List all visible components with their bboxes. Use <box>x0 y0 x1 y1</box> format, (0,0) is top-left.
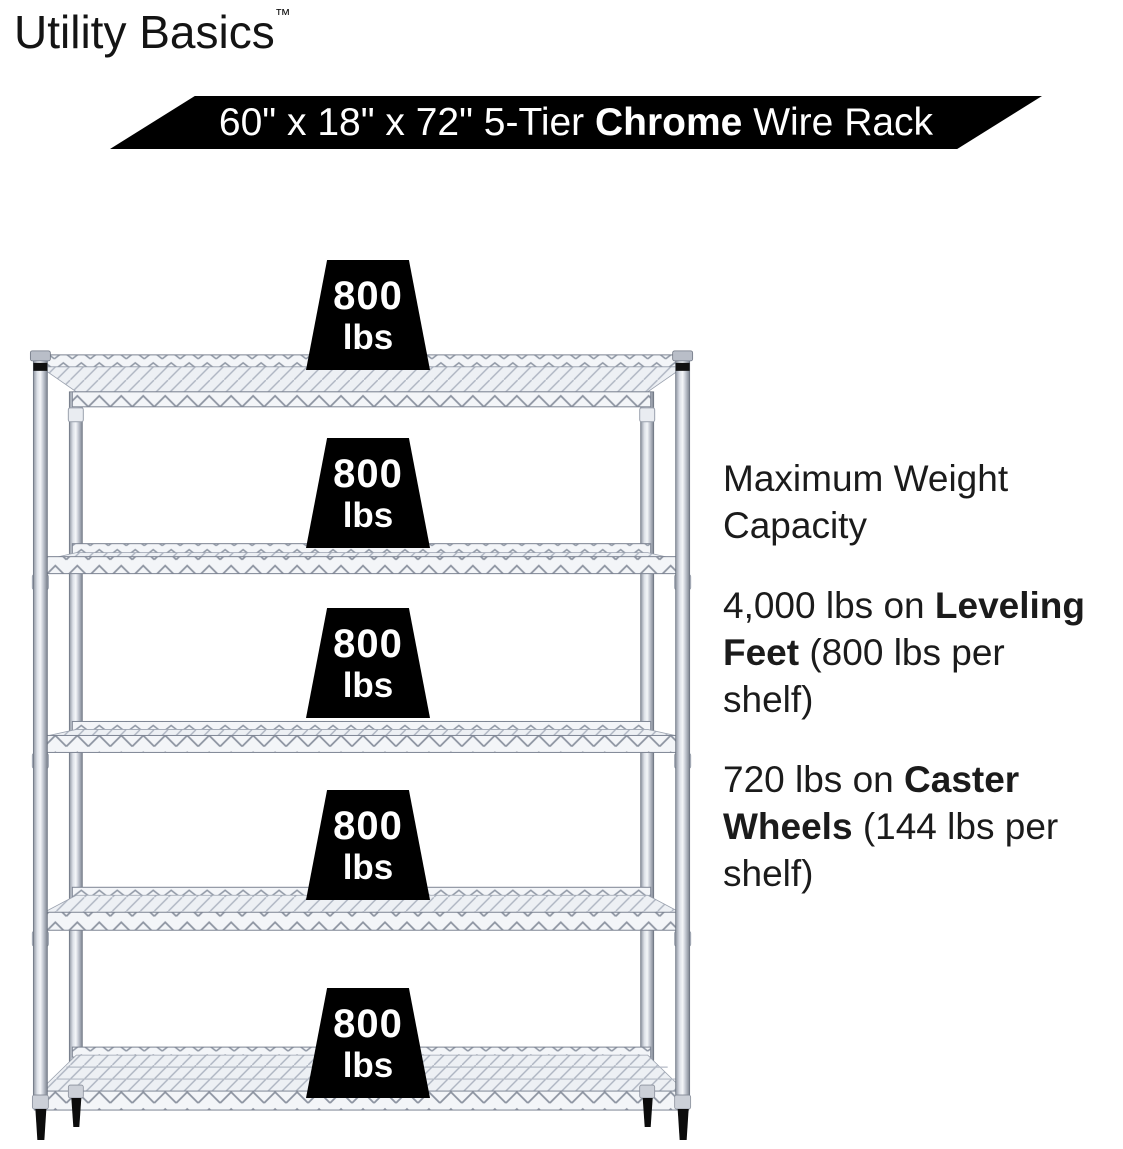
weight-unit: lbs <box>342 317 394 357</box>
trademark-symbol: ™ <box>274 7 291 24</box>
weight-unit: lbs <box>342 495 394 535</box>
info-heading: Maximum Weight Capacity <box>723 455 1008 549</box>
info-text-line: Wheels (144 lbs per <box>723 803 1058 850</box>
info-text-line: shelf) <box>723 676 1085 723</box>
info-caster-wheels: 720 lbs on Caster Wheels (144 lbs per sh… <box>723 756 1058 897</box>
text-segment-bold: Caster <box>904 759 1020 800</box>
text-segment: 4,000 lbs on <box>723 585 935 626</box>
weight-marker: 800 lbs <box>306 260 430 370</box>
info-text-line: Feet (800 lbs per <box>723 629 1085 676</box>
weight-unit: lbs <box>342 1045 394 1085</box>
title-banner: 60" x 18" x 72" 5-Tier Chrome Wire Rack <box>110 96 1042 149</box>
info-leveling-feet: 4,000 lbs on Leveling Feet (800 lbs per … <box>723 582 1085 723</box>
info-text-line: 720 lbs on Caster <box>723 756 1058 803</box>
heading-line: Maximum Weight <box>723 458 1009 499</box>
banner-text-suffix: Wire Rack <box>742 100 934 144</box>
rack-shelf-3 <box>31 720 692 769</box>
text-segment: (144 lbs per <box>852 806 1059 847</box>
info-text-line: 4,000 lbs on Leveling <box>723 582 1085 629</box>
info-text-line: shelf) <box>723 850 1058 897</box>
weight-unit: lbs <box>342 665 394 705</box>
text-segment: shelf) <box>723 853 814 894</box>
weight-marker: 800 lbs <box>306 438 430 548</box>
text-segment: (800 lbs per <box>799 632 1005 673</box>
banner-text-prefix: 60" x 18" x 72" 5-Tier <box>218 100 596 144</box>
weight-value: 800 <box>333 1001 403 1046</box>
weight-marker: 800 lbs <box>306 608 430 718</box>
leveling-feet <box>31 1084 692 1141</box>
weight-value: 800 <box>333 621 403 666</box>
weight-unit: lbs <box>342 847 394 887</box>
brand-name: Utility Basics <box>14 6 275 58</box>
text-segment: shelf) <box>723 679 814 720</box>
weight-marker: 800 lbs <box>306 790 430 900</box>
weight-value: 800 <box>333 273 403 318</box>
text-segment-bold: Feet <box>723 632 800 673</box>
rack-shelf-2 <box>31 543 692 591</box>
text-segment: 720 lbs on <box>723 759 905 800</box>
text-segment-bold: Wheels <box>723 806 853 847</box>
weight-value: 800 <box>333 803 403 848</box>
weight-marker: 800 lbs <box>306 988 430 1098</box>
banner-text-bold: Chrome <box>595 100 743 144</box>
text-segment-bold: Leveling <box>934 585 1085 626</box>
brand-logo: Utility Basics™ <box>14 5 291 59</box>
heading-line: Capacity <box>723 505 867 546</box>
weight-value: 800 <box>333 451 403 496</box>
